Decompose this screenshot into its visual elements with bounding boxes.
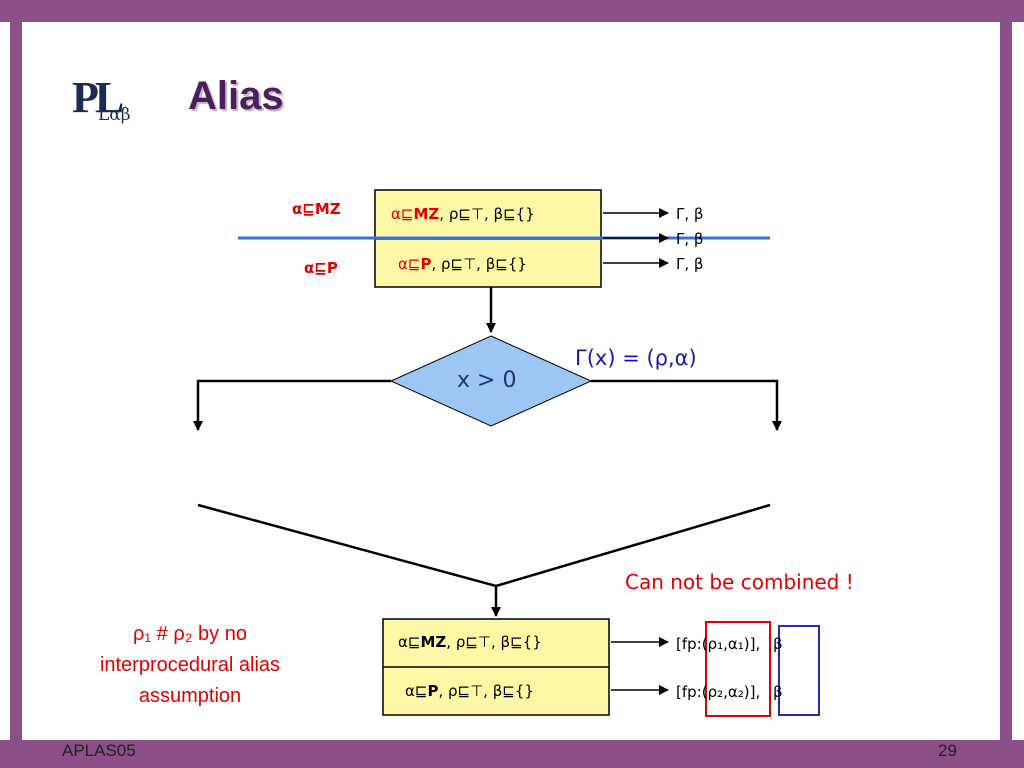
fp-pair: (ρ₁,α₁) (701, 635, 750, 653)
rest-constraints: , ρ⊑⊤, β⊑{} (439, 205, 535, 223)
bottom-output-2: [fp:(ρ₂,α₂)], β (676, 683, 783, 701)
decision-diamond (389, 335, 593, 427)
alpha-constraint: α⊑ (391, 205, 414, 223)
top-box-row-1: α⊑MZ, ρ⊑⊤, β⊑{} (391, 205, 535, 223)
fp-prefix: [fp: (676, 683, 702, 701)
beta-value: β (773, 635, 783, 653)
frame-right-bar (1000, 0, 1012, 768)
rest-constraints: , ρ⊑⊤, β⊑{} (446, 633, 542, 651)
bottom-box-row-1: α⊑MZ, ρ⊑⊤, β⊑{} (398, 633, 542, 651)
alpha-value: MZ (420, 633, 447, 651)
top-box-row-2: α⊑P, ρ⊑⊤, β⊑{} (398, 255, 527, 273)
top-output-3: Γ, β (676, 255, 704, 273)
decision-condition: x > 0 (457, 368, 517, 393)
rest-constraints: , ρ⊑⊤, β⊑{} (431, 255, 527, 273)
fp-suffix: ], (749, 635, 761, 653)
alpha-value: P (420, 255, 432, 273)
combine-warning: Can not be combined ! (625, 570, 854, 594)
alias-assumption-note: ρ₁ # ρ₂ by no interprocedural alias assu… (60, 619, 320, 712)
red-highlight-box (705, 621, 771, 717)
footer-page-number: 29 (938, 741, 957, 760)
logo-sub-text: Lαβ (98, 105, 131, 125)
side-label-p: α⊑P (304, 259, 338, 277)
alpha-value: P (427, 682, 439, 700)
alpha-value: MZ (413, 205, 440, 223)
type-env-annotation: Γ(x) = (ρ,α) (575, 346, 697, 370)
side-label-mz: α⊑MZ (292, 200, 341, 218)
note-line-3: assumption (138, 685, 242, 707)
top-output-1: Γ, β (676, 205, 704, 223)
fp-pair: (ρ₂,α₂) (701, 683, 750, 701)
branch-left (193, 379, 391, 431)
frame-bottom-bar (0, 740, 1024, 768)
fp-suffix: ], (749, 683, 761, 701)
pl-lab-logo: PL Lαβ (72, 76, 152, 130)
alpha-constraint: α⊑ (398, 255, 421, 273)
bottom-output-1: [fp:(ρ₁,α₁)], β (676, 635, 783, 653)
frame-left-bar (10, 0, 22, 768)
blue-highlight-box (778, 625, 820, 716)
rest-constraints: , ρ⊑⊤, β⊑{} (438, 682, 534, 700)
fp-prefix: [fp: (676, 635, 702, 653)
slide-title: Alias (188, 74, 284, 118)
logo-main-text: PL (72, 73, 124, 122)
alpha-constraint: α⊑ (398, 633, 421, 651)
top-output-2: Γ, β (676, 230, 704, 248)
alpha-constraint: α⊑ (405, 682, 428, 700)
footer-conference: APLAS05 (62, 741, 136, 760)
branch-right (591, 379, 782, 431)
beta-value: β (773, 683, 783, 701)
note-line-2: interprocedural alias (99, 654, 281, 676)
frame-top-bar (0, 0, 1024, 22)
note-line-1: ρ₁ # ρ₂ by no (133, 623, 247, 645)
bottom-box-row-2: α⊑P, ρ⊑⊤, β⊑{} (405, 682, 534, 700)
